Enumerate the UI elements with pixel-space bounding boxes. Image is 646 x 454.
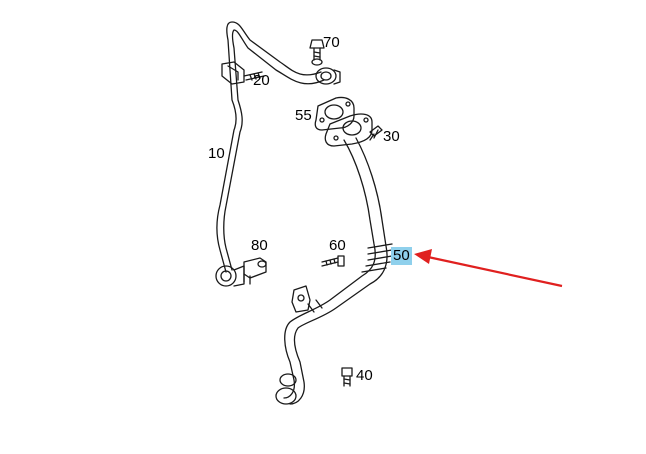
banjo-bolt-80	[243, 257, 267, 285]
callout-10: 10	[208, 145, 225, 162]
oil-return-pipe-50	[275, 137, 393, 405]
banjo-fitting-bottom	[215, 265, 245, 287]
bolt-40	[341, 367, 353, 387]
banjo-bolt-70	[309, 39, 325, 66]
return-pipe-bracket	[291, 285, 311, 313]
flange-plate	[324, 113, 373, 147]
gasket-55	[314, 96, 355, 131]
bolt-60	[321, 255, 345, 267]
oil-feed-pipe-10	[216, 21, 325, 273]
pipe-bracket	[221, 61, 245, 85]
banjo-fitting-top	[315, 67, 341, 85]
callout-40: 40	[356, 367, 373, 384]
red-pointer-arrow	[414, 249, 563, 288]
callout-20: 20	[253, 72, 270, 89]
bolt-20	[243, 71, 265, 81]
callout-70: 70	[323, 34, 340, 51]
bolt-30	[369, 125, 383, 141]
callout-55: 55	[295, 107, 312, 124]
callout-60: 60	[329, 237, 346, 254]
callout-30: 30	[383, 128, 400, 145]
callout-80: 80	[251, 237, 268, 254]
callout-50-highlighted: 50	[391, 247, 412, 265]
